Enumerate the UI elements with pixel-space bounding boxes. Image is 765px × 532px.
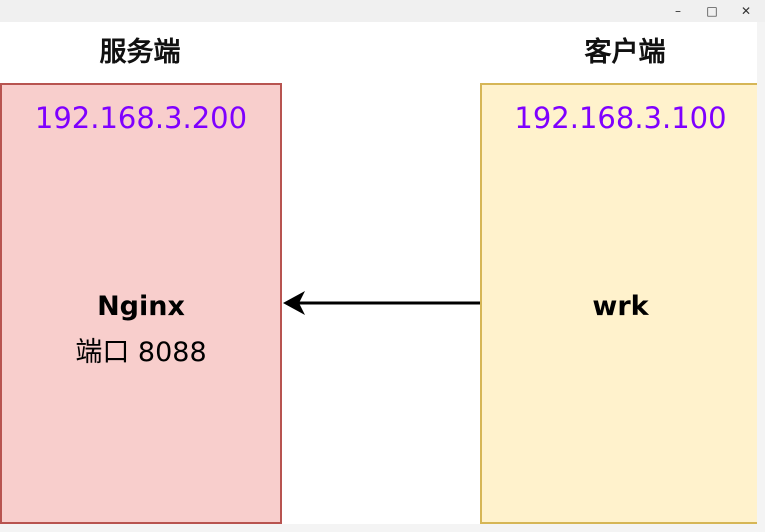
close-button[interactable]: ✕ [729, 0, 763, 22]
client-name: wrk [592, 291, 649, 322]
server-heading: 服务端 [99, 37, 181, 68]
window-right-edge [757, 22, 765, 532]
minimize-button[interactable]: – [661, 0, 695, 22]
minimize-icon: – [675, 4, 681, 18]
server-name: Nginx [97, 291, 185, 322]
maximize-icon: □ [706, 4, 718, 18]
client-ip: 192.168.3.100 [514, 101, 727, 135]
window-titlebar: – □ ✕ [0, 0, 765, 22]
window-bottom-edge [0, 524, 765, 532]
server-box[interactable]: 192.168.3.200 Nginx 端口 8088 [0, 83, 282, 524]
server-port: 端口 8088 [75, 337, 207, 368]
arrow-head-icon [283, 291, 305, 315]
server-ip: 192.168.3.200 [34, 101, 248, 135]
maximize-button[interactable]: □ [695, 0, 729, 22]
client-box[interactable]: 192.168.3.100 wrk [480, 83, 761, 524]
client-heading: 客户端 [584, 37, 666, 68]
close-icon: ✕ [740, 4, 752, 18]
